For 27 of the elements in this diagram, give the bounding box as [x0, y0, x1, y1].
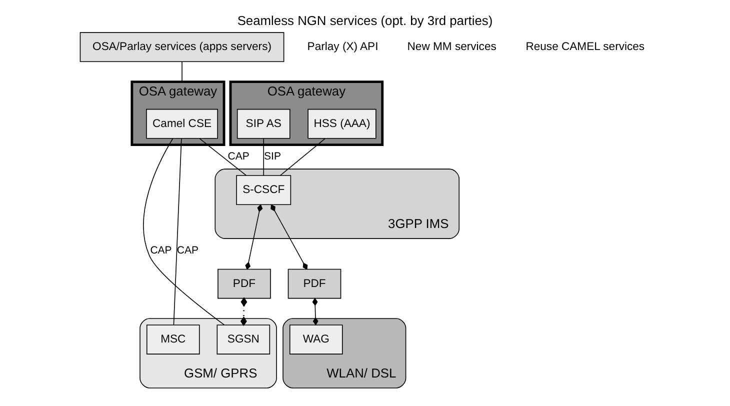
- connector: [312, 298, 318, 326]
- edge-label: CAP: [176, 244, 198, 256]
- edge-label: SIP: [264, 150, 281, 163]
- node-box: S-CSCF: [236, 175, 292, 206]
- connector: [245, 204, 263, 270]
- node-box: OSA/Parlay services (apps servers): [80, 32, 284, 62]
- connector: [263, 138, 264, 176]
- connector: [280, 138, 326, 176]
- connector: [270, 204, 308, 270]
- node-box: SIP AS: [236, 108, 290, 139]
- connector: [240, 297, 248, 326]
- node-box: PDF: [288, 268, 342, 299]
- node-box: PDF: [218, 268, 271, 299]
- node-box: WAG: [289, 324, 343, 354]
- node-box: Camel CSE: [146, 108, 218, 139]
- connector: [143, 138, 225, 326]
- node-box: SGSN: [216, 324, 270, 354]
- node-box: HSS (AAA): [308, 108, 376, 139]
- label: Parlay (X) API: [307, 41, 378, 54]
- node-box: MSC: [146, 324, 200, 354]
- connector: [199, 138, 247, 176]
- diagram-title: Seamless NGN services (opt. by 3rd parties): [237, 13, 493, 28]
- connector: [173, 138, 182, 326]
- label: New MM services: [407, 41, 496, 54]
- label: Reuse CAMEL services: [526, 41, 645, 54]
- edge-label: CAP: [228, 150, 250, 163]
- edge-label: CAP: [150, 244, 172, 256]
